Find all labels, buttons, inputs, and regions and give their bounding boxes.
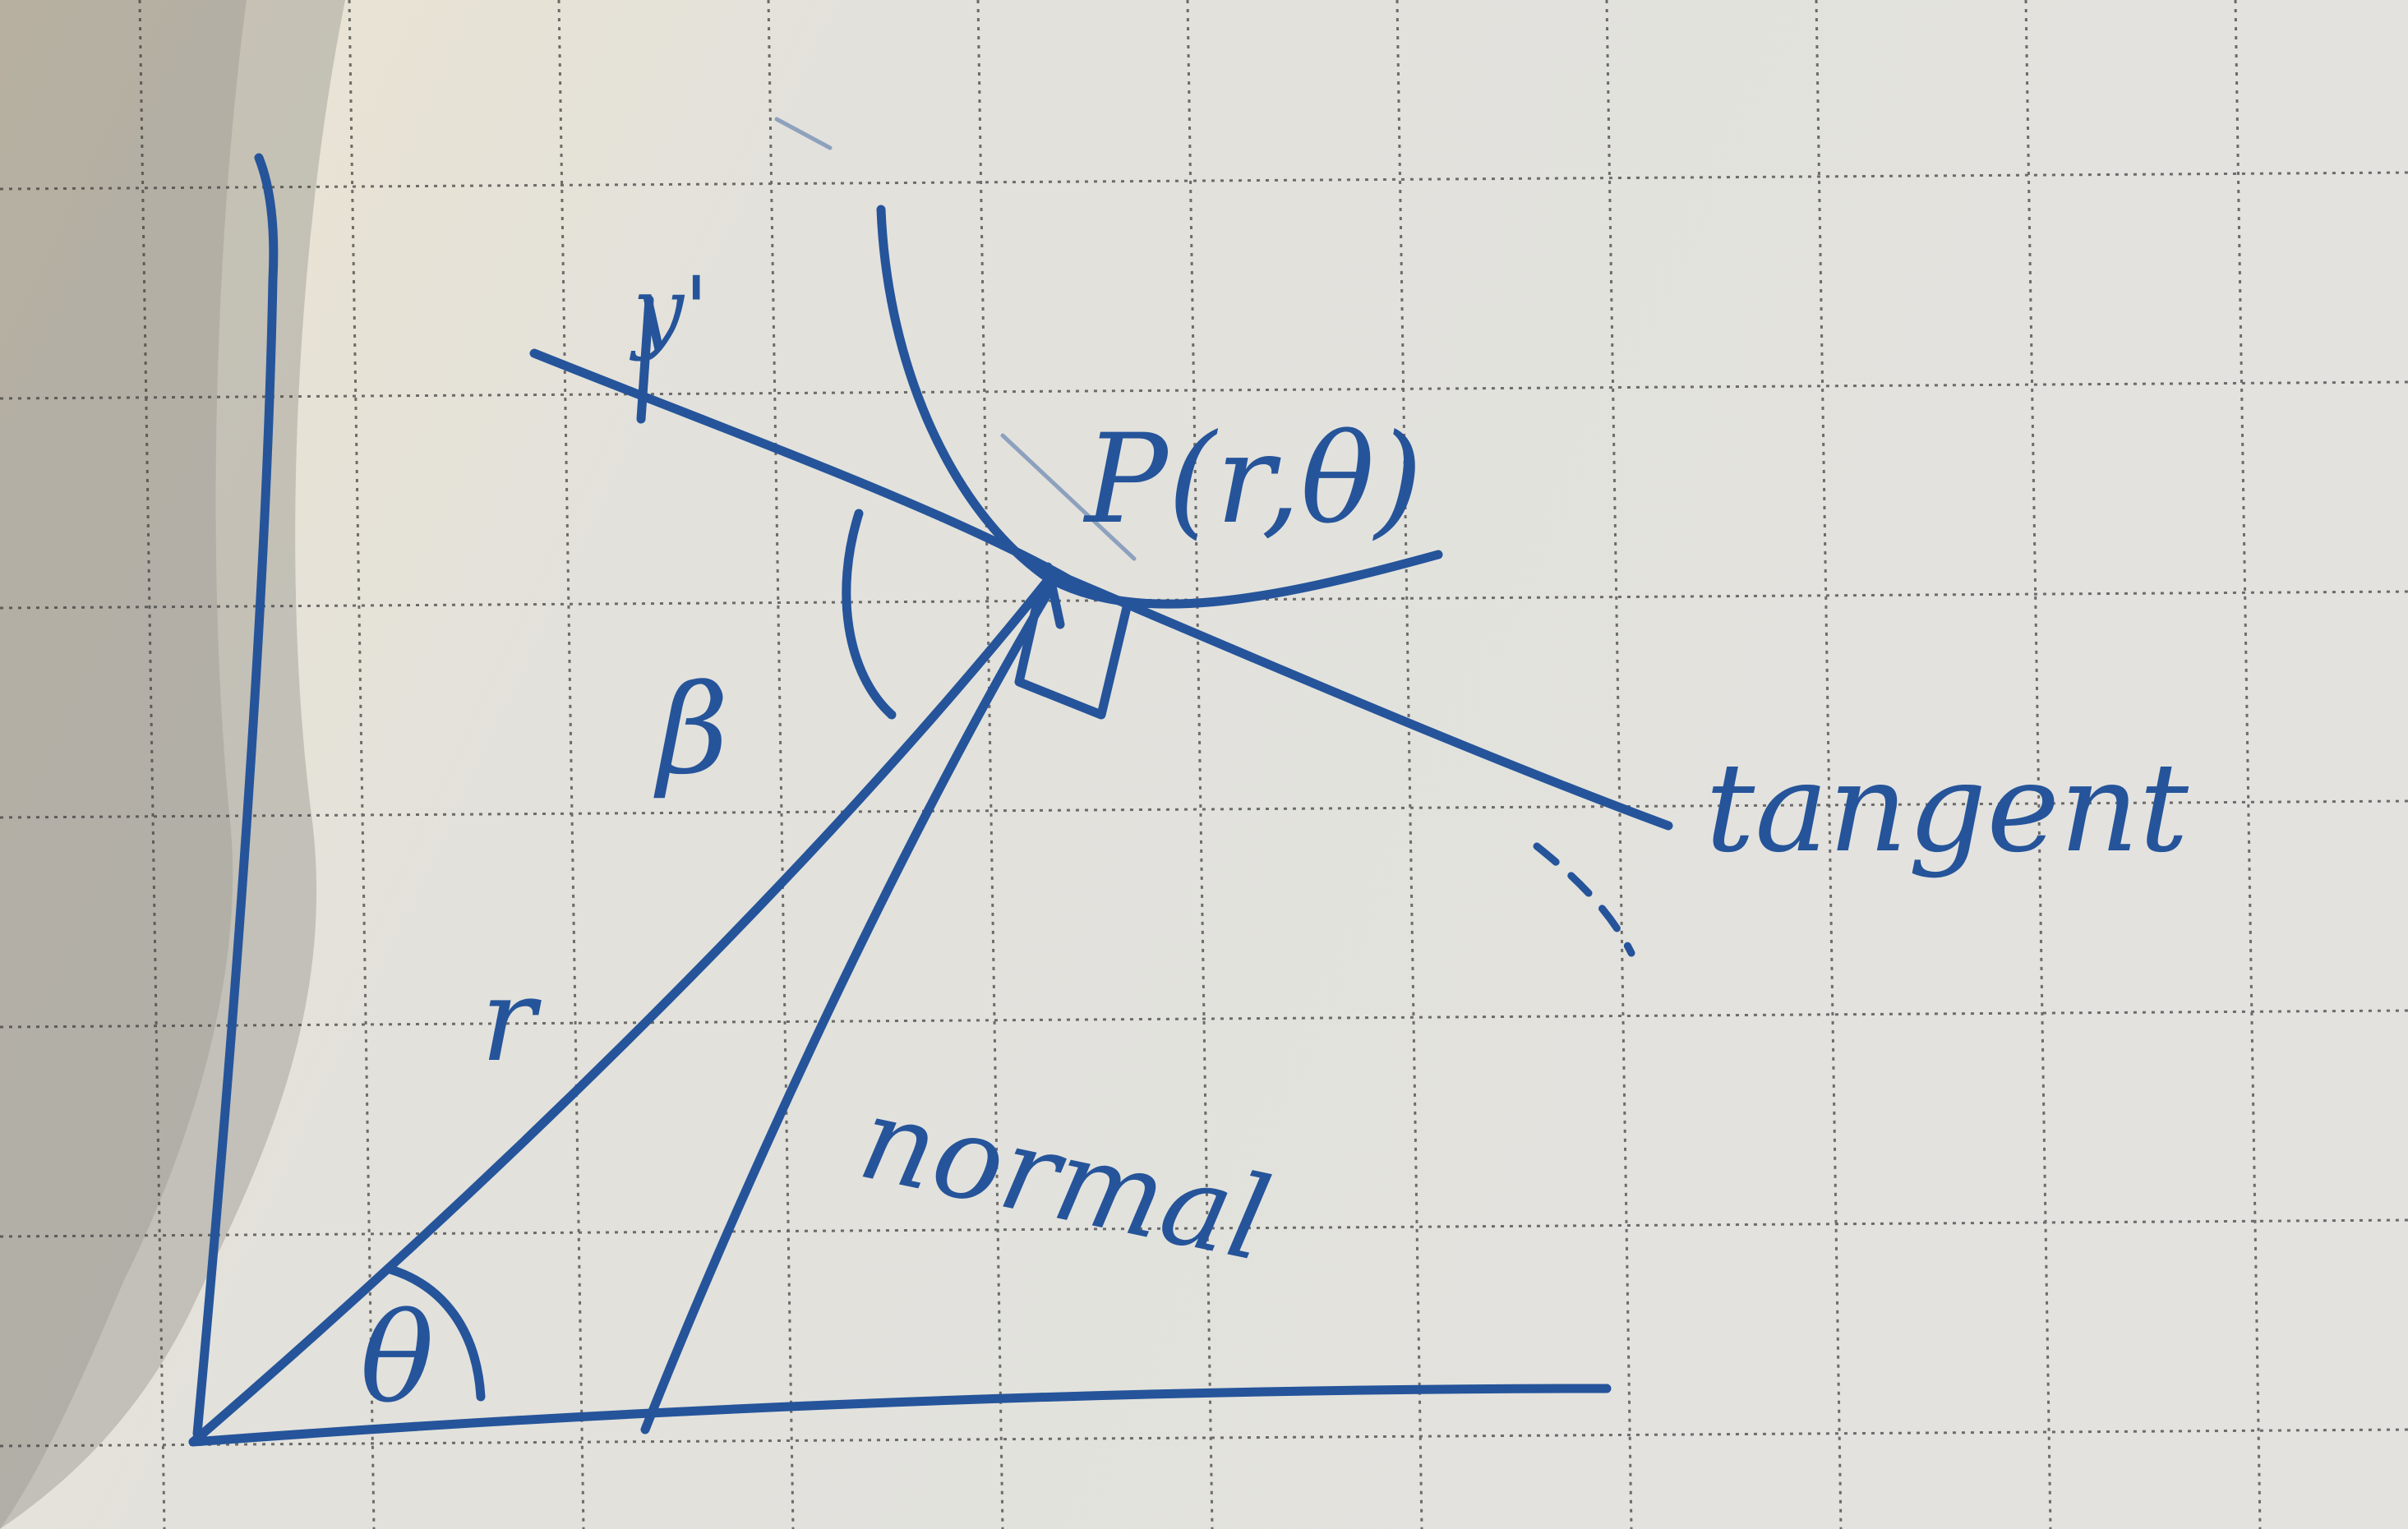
grid-vertical-line: [2234, 0, 2262, 1529]
grid-vertical-line: [2024, 0, 2052, 1529]
polar-curve: [876, 205, 1443, 609]
faint-construction-line: [774, 117, 1137, 561]
grid-horizontal-line: [0, 171, 2408, 191]
tangent-line: [529, 348, 1673, 831]
grid-vertical-line: [767, 0, 795, 1529]
grid-vertical-line: [1815, 0, 1843, 1529]
beta-angle-arc: [842, 509, 897, 720]
grid-horizontal-line: [0, 1009, 2408, 1029]
label-y-prime: y': [629, 257, 708, 362]
label-tangent: tangent: [1705, 737, 2189, 880]
point-p-mark: [1043, 562, 1065, 629]
label-radius-r: r: [481, 954, 542, 1088]
radius-line-r: [188, 570, 1057, 1447]
y-axis-line: [192, 153, 279, 1439]
grid-vertical-line: [557, 0, 585, 1529]
grid-vertical-line: [138, 0, 166, 1529]
grid-horizontal-line: [0, 1218, 2408, 1238]
right-angle-marker: [1014, 587, 1132, 720]
label-theta: θ: [360, 1287, 434, 1430]
label-beta: β: [653, 659, 729, 802]
grid-vertical-line: [1186, 0, 1214, 1529]
grid-horizontal-line: [0, 799, 2408, 819]
paper-shadow-inner: [0, 0, 247, 1529]
theta-angle-arc: [385, 1264, 486, 1402]
tick-y-prime: [636, 295, 654, 424]
normal-line: [640, 574, 1061, 1435]
grid-vertical-line: [1605, 0, 1633, 1529]
x-axis-line: [188, 1384, 1612, 1447]
grid-horizontal-line: [0, 1428, 2408, 1448]
diagram-ink: y': [188, 117, 1673, 1447]
label-point-p: P(r,θ): [1082, 408, 1423, 551]
grid-vertical-line: [348, 0, 376, 1529]
grid-vertical-line: [1395, 0, 1423, 1529]
grid-vertical-line: [976, 0, 1004, 1529]
curve-dashed-continuation: [1533, 842, 1635, 957]
paper-shadow: [0, 0, 345, 1529]
grid-horizontal-line: [0, 380, 2408, 400]
